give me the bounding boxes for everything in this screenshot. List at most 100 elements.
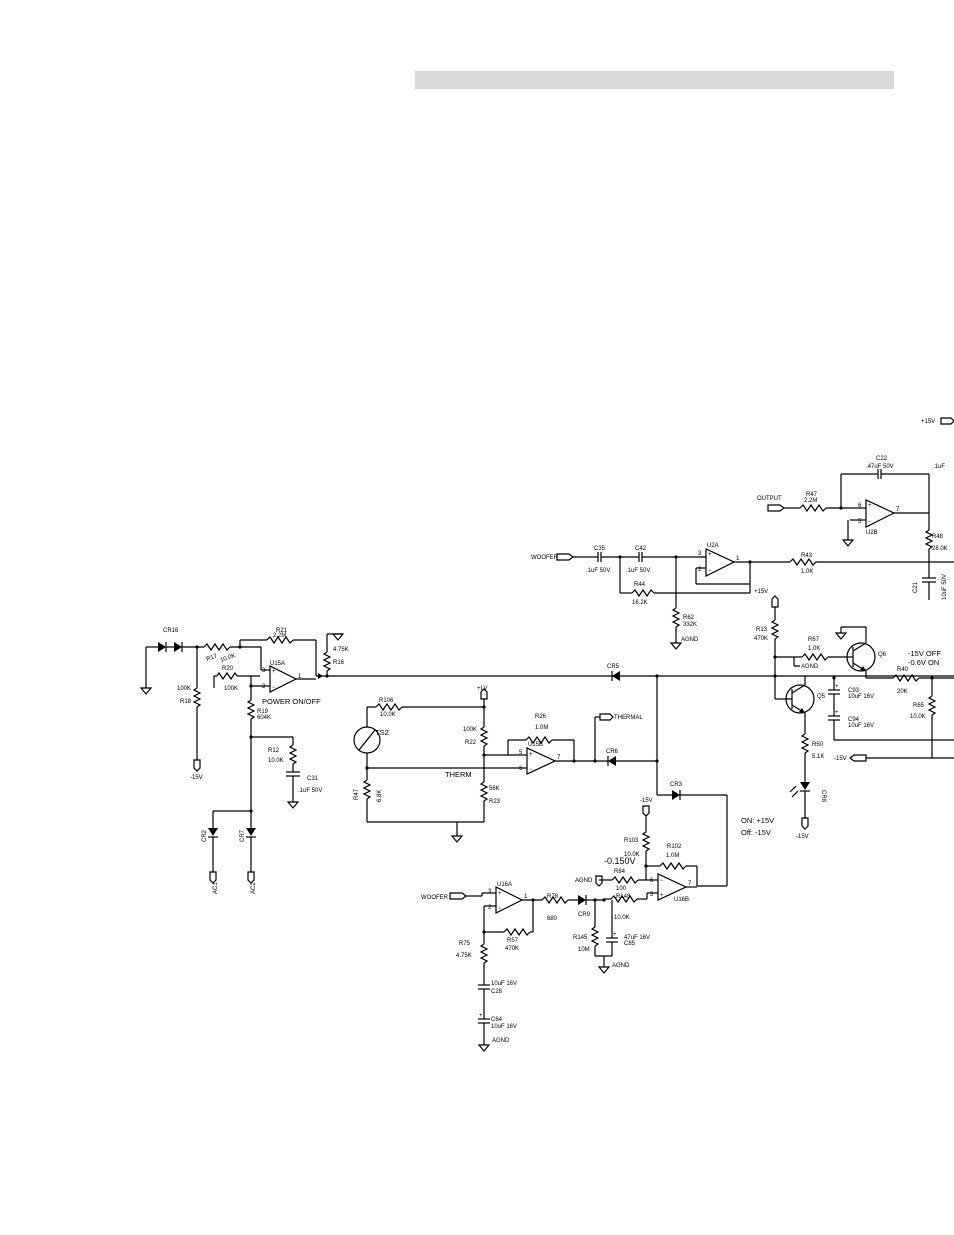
r26-label: R26	[535, 714, 547, 720]
r65-value: 10.0K	[910, 714, 926, 720]
r16-value: 4.75K	[333, 647, 349, 653]
r75-label: R75	[459, 941, 471, 947]
u15b-label: U15B	[528, 742, 543, 748]
svg-text:+: +	[868, 503, 872, 509]
svg-text:−: −	[498, 906, 502, 912]
c31-value: .1uF 50V	[298, 788, 322, 794]
svg-text:+: +	[835, 684, 839, 690]
r47-top-label: R47	[806, 492, 818, 498]
u2b-label: U2B	[866, 530, 878, 536]
svg-text:7: 7	[688, 881, 692, 887]
on-15v-label: ON: +15V	[741, 816, 774, 825]
uf-top-label: .1uF	[933, 464, 945, 470]
svg-text:3: 3	[488, 889, 492, 895]
r19-value: 604K	[257, 715, 271, 721]
minus15v-left-label: -15V	[190, 775, 203, 781]
off-15v-label: Off: -15V	[741, 828, 771, 837]
r148-value: 10.0K	[614, 915, 630, 921]
plus-lv-label: +LV	[477, 686, 487, 692]
r102-value: 1.0M	[666, 853, 679, 859]
r102-label: R102	[667, 844, 682, 850]
volt-0150-label: -0.150V	[604, 856, 636, 866]
svg-text:3: 3	[698, 551, 702, 557]
c94-label: C94	[848, 717, 860, 723]
r78-value: 680	[547, 916, 558, 922]
agnd-4-label: AGND	[612, 963, 630, 969]
svg-text:−: −	[529, 767, 533, 773]
r67-value: 1.0K	[808, 646, 820, 652]
thermal-section: TS2 R106 10.0K +LV 100K R22 THERM R47 6.…	[353, 664, 728, 887]
minus15v-mid-label: -15V	[834, 756, 847, 762]
c64-label: C64	[491, 1017, 503, 1023]
u15a-label: U15A	[270, 661, 285, 667]
r20-value: 100K	[224, 686, 238, 692]
svg-text:3: 3	[262, 668, 266, 674]
r44-value: 16.2K	[632, 600, 648, 606]
u15a-section: CR16 R17 10.0K 100K R18 -15V R21 2.2M	[139, 628, 954, 894]
r23-label: R23	[489, 799, 501, 805]
r50-label: R50	[812, 742, 824, 748]
c21-label: C21	[913, 581, 919, 593]
u2b-section: +15V C22 .47uF 50V .1uF OUTPUT R47 2.2M …	[757, 417, 954, 600]
r22-value: 100K	[463, 727, 477, 733]
r65-label: R65	[913, 703, 925, 709]
r13-label: R13	[756, 627, 768, 633]
svg-text:+: +	[660, 893, 664, 899]
woofer-port-2-label: WOOFER	[421, 895, 449, 901]
c94-value: 10uF 16V	[848, 723, 874, 729]
cr6-label: CR6	[606, 749, 619, 755]
r18-value: 100K	[177, 686, 191, 692]
c35-value: .1uF 50V	[586, 568, 610, 574]
r103-label: R103	[624, 838, 639, 844]
c21-value: 10uF 50V	[942, 574, 948, 600]
ac1-label: AC1	[213, 882, 219, 894]
svg-text:+: +	[272, 669, 276, 675]
agnd-3-label: AGND	[575, 878, 593, 884]
c42-label: C42	[635, 546, 647, 552]
svg-text:6: 6	[650, 878, 654, 884]
r12-label: R12	[268, 748, 280, 754]
svg-text:6: 6	[519, 766, 523, 772]
cr8-label: CR8	[820, 790, 826, 803]
r43-label: R43	[801, 553, 813, 559]
cr7-label: CR7	[240, 829, 246, 842]
svg-text:+: +	[479, 1013, 483, 1019]
r145-label: R145	[573, 935, 588, 941]
svg-text:2: 2	[488, 905, 492, 911]
r21-label: R21	[276, 628, 288, 634]
r22-label: R22	[465, 740, 477, 746]
r62-value: 332K	[683, 622, 697, 628]
r23-value: 56K	[489, 786, 500, 792]
svg-text:1: 1	[736, 556, 740, 562]
c85-value: 47uF 16V	[624, 935, 650, 941]
r48-value: 28.0K	[932, 546, 948, 552]
cr3-label: CR3	[670, 782, 683, 788]
r75-value: 4.75K	[456, 953, 472, 959]
svg-text:5: 5	[650, 892, 654, 898]
svg-text:−: −	[708, 568, 712, 574]
svg-text:5: 5	[858, 519, 862, 525]
state-on-label: -0.6V ON	[908, 658, 939, 667]
c31-label: C31	[307, 776, 319, 782]
minus15v-led-label: -15V	[796, 834, 809, 840]
r106-label: R106	[379, 698, 394, 704]
cr5-label: CR5	[607, 664, 620, 670]
c64-value: 10uF 16V	[491, 1024, 517, 1030]
svg-text:+: +	[498, 891, 502, 897]
power-on-off-label: POWER ON/OFF	[262, 697, 321, 706]
r21-value: 2.2M	[273, 633, 286, 639]
output-port-label: OUTPUT	[757, 496, 782, 502]
c42-value: .1uF 50V	[626, 568, 650, 574]
r40-value: 20K	[897, 689, 908, 695]
svg-text:1: 1	[298, 674, 302, 680]
ts2-label: TS2	[375, 728, 389, 737]
r19-label: R19	[257, 709, 269, 715]
cr2-label: CR2	[202, 829, 208, 842]
r17-value: 10.0K	[220, 653, 237, 664]
c28-value: 10uF 16V	[491, 981, 517, 987]
u16b-label: U16B	[674, 897, 689, 903]
minus15v-r103-label: -15V	[640, 798, 653, 804]
plus15v-u2a-label: +15V	[754, 589, 768, 595]
r106-value: 10.0K	[380, 712, 396, 718]
